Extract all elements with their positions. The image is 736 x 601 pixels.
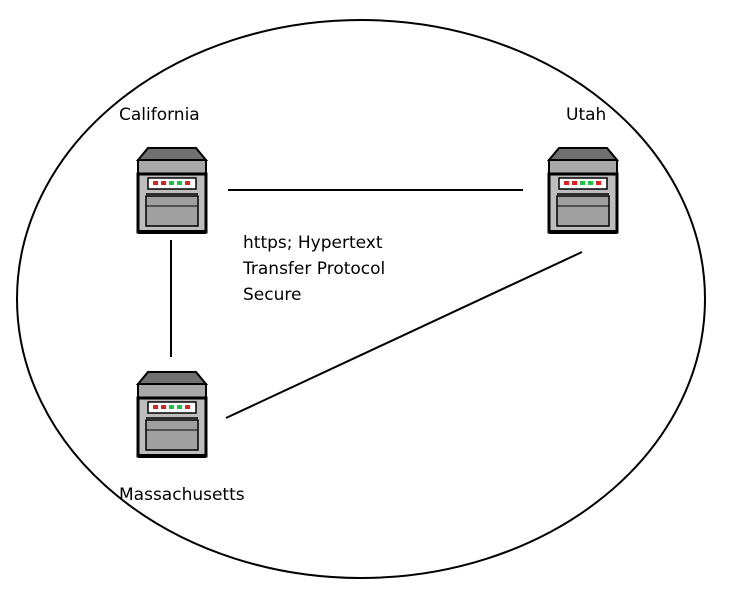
node-label-california: California [119,105,200,125]
node-label-massachusetts: Massachusetts [119,485,245,505]
server-icon [547,146,619,236]
network-boundary [16,19,706,579]
node-label-utah: Utah [566,105,607,125]
link-massachusetts-utah [225,251,583,419]
connection-label-line: https; Hypertext [243,233,383,253]
server-icon [136,146,208,236]
connection-label: https; Hypertext Transfer Protocol Secur… [243,230,385,308]
server-icon [136,370,208,460]
connection-label-line: Secure [243,285,302,305]
connection-label-line: Transfer Protocol [243,259,386,279]
